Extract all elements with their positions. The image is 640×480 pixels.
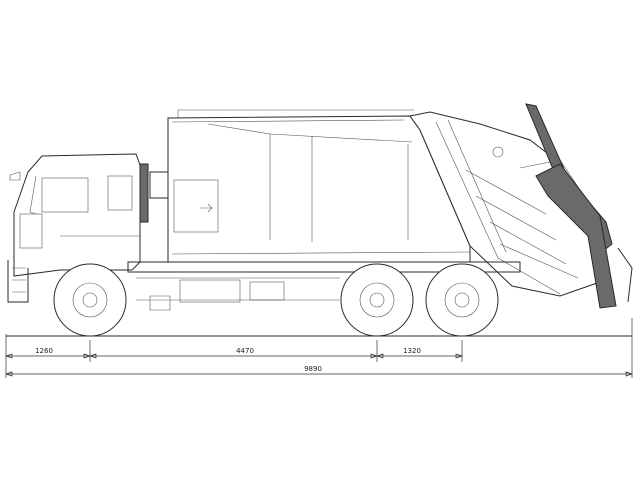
rear-loader-unit <box>409 103 633 309</box>
dimension-lines <box>4 318 634 378</box>
compactor-body <box>167 109 471 263</box>
dimension-rear-axle-spacing: 1320 <box>403 347 421 355</box>
rear-wheel-1 <box>340 263 414 337</box>
dimension-front-overhang: 1260 <box>35 347 53 355</box>
exhaust-pipe <box>139 163 149 223</box>
chassis-frame <box>127 261 521 311</box>
front-wheel <box>53 263 127 337</box>
rear-wheel-2 <box>425 263 499 337</box>
dimension-overall-length: 9890 <box>304 365 322 373</box>
dimension-wheelbase: 4470 <box>236 347 254 355</box>
